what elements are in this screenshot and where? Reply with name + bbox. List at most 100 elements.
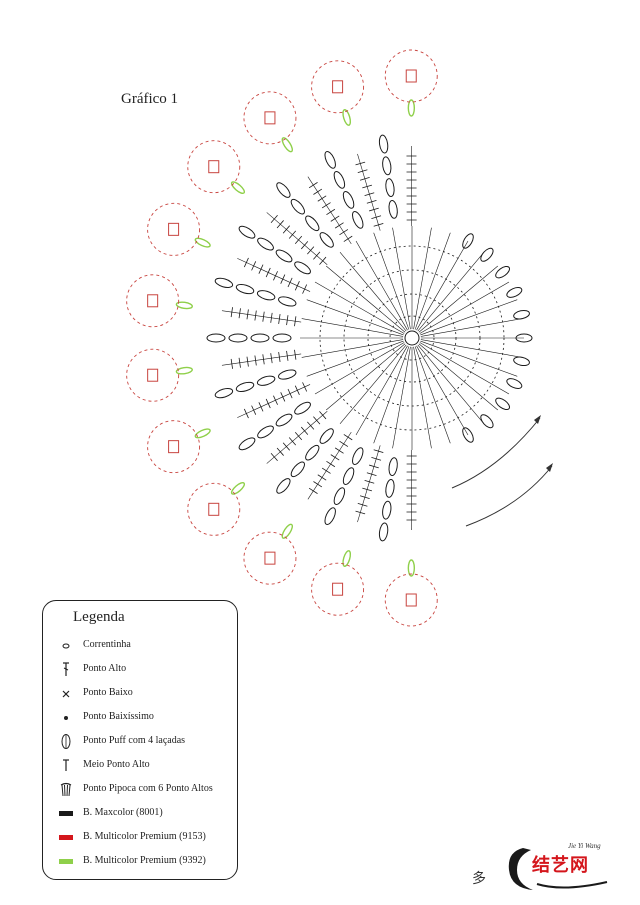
legend-item-double-crochet: Ponto Alto (43, 658, 237, 682)
legend-item-chain: Correntinha (43, 634, 237, 658)
puff-stitch (323, 150, 338, 170)
puff-stitch (303, 214, 321, 233)
puff-stitch (214, 277, 234, 290)
inner-spoke (326, 344, 405, 410)
puff-stitch (388, 457, 399, 476)
red-shell (385, 50, 437, 102)
red-shell (244, 92, 296, 144)
puff-stitch (214, 387, 234, 400)
outer-puff (513, 309, 530, 320)
puff-stitch (273, 334, 291, 342)
puff-stitch (382, 501, 393, 520)
puff-stitch (289, 197, 307, 216)
double-crochet-icon (59, 661, 73, 677)
outer-puff (505, 286, 523, 300)
puff-stitch (277, 368, 297, 381)
black-swatch-icon (59, 805, 73, 821)
puff-stitch (274, 477, 292, 496)
legend-title: Legenda (73, 609, 125, 626)
single-crochet-icon (59, 685, 73, 701)
red-shell (188, 141, 240, 193)
puff-stitch (385, 178, 396, 197)
red-popcorn (406, 594, 416, 606)
red-shell (148, 203, 200, 255)
legend-item-puff: Ponto Puff com 4 laçadas (43, 730, 237, 754)
red-popcorn (265, 552, 275, 564)
outer-puff (494, 264, 512, 280)
arrowhead-2 (546, 463, 553, 472)
legend: Legenda Correntinha Ponto Alto Ponto Bai… (42, 600, 238, 880)
legend-item-half-double-crochet: Meio Ponto Alto (43, 754, 237, 778)
legend-item-slip-stitch: Ponto Baixíssimo (43, 706, 237, 730)
chart-title: Gráfico 1 (121, 91, 178, 108)
puff-stitch (318, 230, 336, 249)
red-popcorn (209, 503, 219, 515)
fan-spoke (357, 154, 380, 231)
red-shell (385, 574, 437, 626)
puff-stitch (235, 283, 255, 296)
green-puff (280, 523, 294, 540)
puff-stitch (256, 424, 275, 440)
puff-stitch (256, 289, 276, 302)
half-double-crochet-icon (59, 757, 73, 773)
green-puff (408, 100, 414, 116)
puff-stitch (382, 156, 393, 175)
inner-spoke (421, 319, 522, 337)
outer-puff (513, 356, 530, 367)
fan-spoke (267, 212, 328, 264)
puff-stitch (237, 224, 256, 240)
legend-item-popcorn: Ponto Pipoca com 6 Ponto Altos (43, 778, 237, 802)
puff-stitch (332, 170, 347, 190)
puff-stitch (207, 334, 225, 342)
inner-spoke (340, 252, 406, 331)
fan-spoke (222, 311, 301, 322)
fan-spoke (237, 258, 310, 291)
puff-stitch (341, 466, 356, 486)
corner-mark: 多 (472, 868, 486, 888)
puff-stitch (378, 522, 389, 541)
inner-spoke (326, 266, 405, 332)
puff-stitch (229, 334, 247, 342)
green-puff (342, 550, 352, 567)
red-shell (127, 275, 179, 327)
inner-spoke (393, 228, 411, 329)
puff-stitch (293, 260, 312, 276)
inner-spoke (418, 345, 484, 424)
fan-spoke (357, 445, 380, 522)
red-shell (148, 421, 200, 473)
legend-item-single-crochet: Ponto Baixo (43, 682, 237, 706)
red-shell (127, 349, 179, 401)
puff-stitch (378, 135, 389, 154)
inner-spoke (414, 228, 432, 329)
outer-puff (479, 246, 496, 263)
green-swatch-icon (59, 853, 73, 869)
red-swatch-icon (59, 829, 73, 845)
fan-spoke (237, 384, 310, 417)
center-ring (405, 331, 419, 345)
puff-stitch (303, 443, 321, 462)
puff-stitch (388, 200, 399, 219)
green-puff (230, 180, 246, 195)
puff-stitch (289, 460, 307, 479)
puff-stitch (350, 446, 365, 466)
direction-arrow-2 (466, 466, 552, 526)
puff-stitch (274, 181, 292, 200)
red-popcorn (169, 441, 179, 453)
puff-stitch (251, 334, 269, 342)
puff-stitch-icon (59, 733, 73, 749)
watermark-text: 结艺网 (532, 851, 589, 877)
watermark-subtitle: Jie Yi Wang (568, 842, 601, 850)
red-shell (312, 563, 364, 615)
green-puff (194, 237, 211, 249)
red-popcorn (148, 295, 158, 307)
puff-stitch (256, 374, 276, 387)
puff-stitch (350, 210, 365, 230)
red-popcorn (169, 223, 179, 235)
legend-item-green: B. Multicolor Premium (9392) (43, 850, 237, 874)
green-puff (194, 427, 211, 439)
popcorn-stitch-icon (59, 781, 73, 797)
puff-stitch (332, 486, 347, 506)
outer-puff (479, 413, 496, 430)
red-popcorn (333, 81, 343, 93)
arrowhead-1 (534, 415, 541, 424)
